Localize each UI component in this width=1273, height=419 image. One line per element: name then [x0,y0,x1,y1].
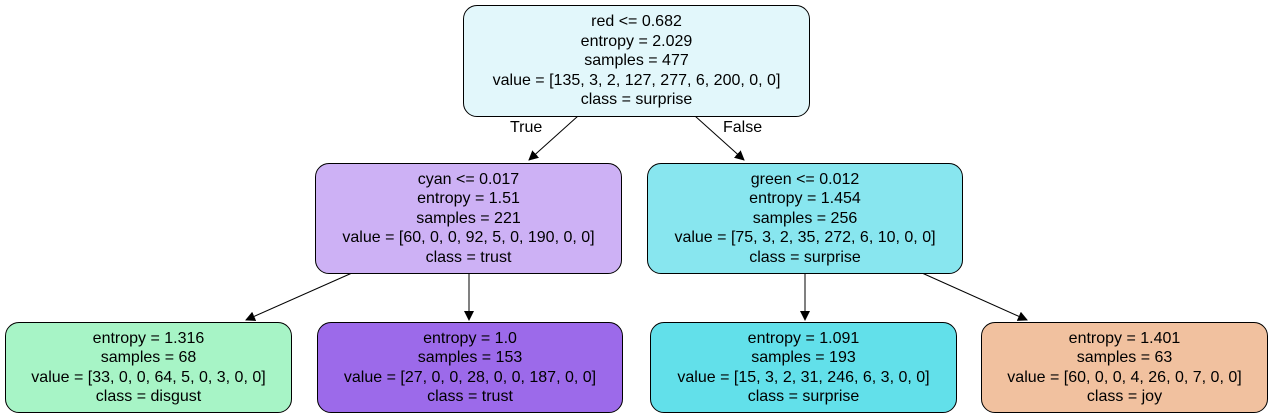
node-split-condition: cyan <= 0.017 [417,170,520,188]
edge-label-false: False [723,119,763,136]
edge-root-to-right [694,115,745,161]
edge-right-to-right-right [921,272,1028,321]
node-entropy: entropy = 1.454 [749,190,861,208]
node-samples: samples = 193 [751,349,856,366]
node-value: value = [15, 3, 2, 31, 246, 6, 3, 0, 0] [677,368,930,386]
edge-label-true: True [510,119,543,136]
node-samples: samples = 221 [416,209,521,227]
node-samples: samples = 68 [100,349,197,366]
node-class: class = surprise [747,388,860,405]
node-samples: samples = 63 [1076,349,1173,366]
node-value: value = [27, 0, 0, 28, 0, 0, 187, 0, 0] [343,368,597,386]
node-class: class = surprise [749,248,861,266]
node-class: class = trust [425,248,512,266]
node-split-condition: green <= 0.012 [750,170,860,188]
tree-node-left: cyan <= 0.017 entropy = 1.51 samples = 2… [315,163,622,274]
tree-leaf-left-left: entropy = 1.316 samples = 68 value = [33… [5,322,292,413]
node-samples: samples = 153 [417,349,523,366]
node-value: value = [33, 0, 0, 64, 5, 0, 3, 0, 0] [31,368,266,386]
node-class: class = surprise [580,91,693,109]
node-class: class = trust [427,388,513,405]
edge-left-to-left-left [245,272,353,321]
edge-root-to-left [528,115,579,161]
tree-leaf-right-left: entropy = 1.091 samples = 193 value = [1… [650,322,957,413]
tree-node-right: green <= 0.012 entropy = 1.454 samples =… [647,163,963,274]
node-value: value = [60, 0, 0, 4, 26, 0, 7, 0, 0] [1007,368,1242,386]
node-value: value = [75, 3, 2, 35, 272, 6, 10, 0, 0] [674,229,936,247]
tree-leaf-right-right: entropy = 1.401 samples = 63 value = [60… [981,322,1268,413]
node-class: class = joy [1086,388,1163,405]
node-entropy: entropy = 1.316 [92,329,205,347]
node-class: class = disgust [95,388,202,405]
node-value: value = [135, 3, 2, 127, 277, 6, 200, 0,… [492,71,781,89]
node-samples: samples = 256 [752,209,858,227]
node-samples: samples = 477 [584,52,689,70]
node-value: value = [60, 0, 0, 92, 5, 0, 190, 0, 0] [342,229,595,247]
node-entropy: entropy = 1.51 [417,190,520,208]
node-entropy: entropy = 1.0 [423,329,517,347]
node-split-condition: red <= 0.682 [591,13,682,31]
node-entropy: entropy = 2.029 [580,32,693,50]
tree-leaf-left-right: entropy = 1.0 samples = 153 value = [27,… [317,322,623,413]
node-entropy: entropy = 1.401 [1068,329,1181,347]
node-entropy: entropy = 1.091 [747,329,860,347]
tree-node-root: red <= 0.682 entropy = 2.029 samples = 4… [463,5,810,117]
